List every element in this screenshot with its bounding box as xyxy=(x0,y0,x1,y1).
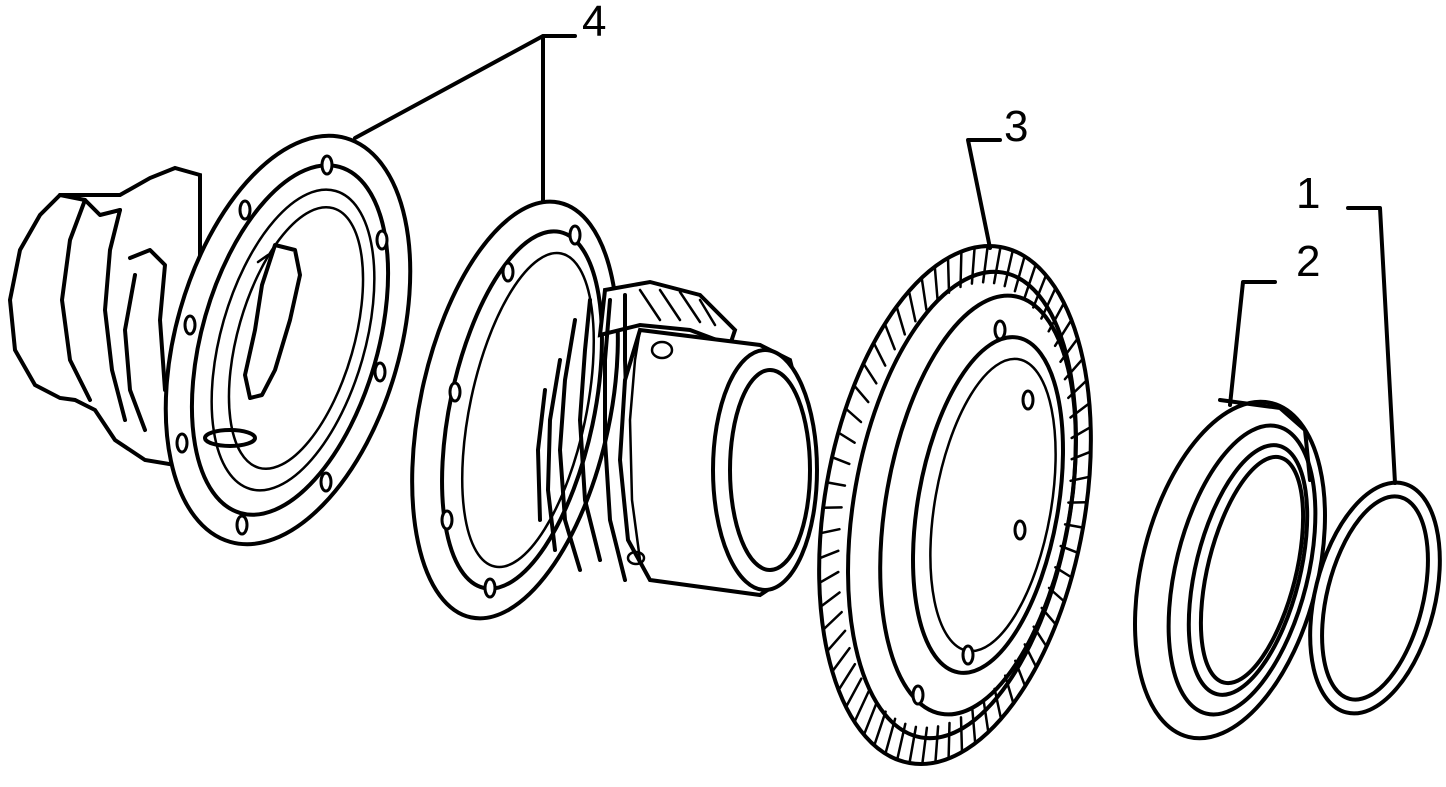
gear-tooth xyxy=(949,723,950,759)
bolt-hole xyxy=(1015,521,1025,539)
callout-2: 2 xyxy=(1296,237,1320,286)
bolt-hole xyxy=(913,686,923,704)
bolt-hole xyxy=(1023,391,1033,409)
callout-3: 3 xyxy=(1004,102,1028,151)
bolt-hole xyxy=(485,579,495,597)
ring-gear xyxy=(781,224,1128,782)
bolt-hole xyxy=(995,321,1005,339)
bolt-hole xyxy=(442,511,452,529)
bolt-hole xyxy=(240,201,250,219)
bolt-hole xyxy=(322,156,332,174)
leader-2 xyxy=(1230,282,1275,405)
leader-3 xyxy=(968,140,1000,248)
leader-1 xyxy=(1348,208,1395,483)
callout-1: 1 xyxy=(1296,169,1320,218)
bolt-hole xyxy=(237,516,247,534)
left-housing-half xyxy=(10,107,454,572)
right-housing-half xyxy=(378,183,817,637)
bolt-hole xyxy=(963,646,973,664)
bolt-hole xyxy=(377,231,387,249)
bolt-hole xyxy=(503,263,513,281)
gear-tooth xyxy=(961,252,962,288)
gear-tooth xyxy=(948,258,949,293)
bolt-hole xyxy=(450,383,460,401)
bolt-hole xyxy=(177,434,187,452)
bolt-hole xyxy=(375,363,385,381)
bolt-hole xyxy=(185,316,195,334)
bolt-hole xyxy=(570,226,580,244)
gear-tooth xyxy=(961,717,962,752)
bolt-hole xyxy=(321,473,331,491)
callout-4: 4 xyxy=(582,0,606,46)
